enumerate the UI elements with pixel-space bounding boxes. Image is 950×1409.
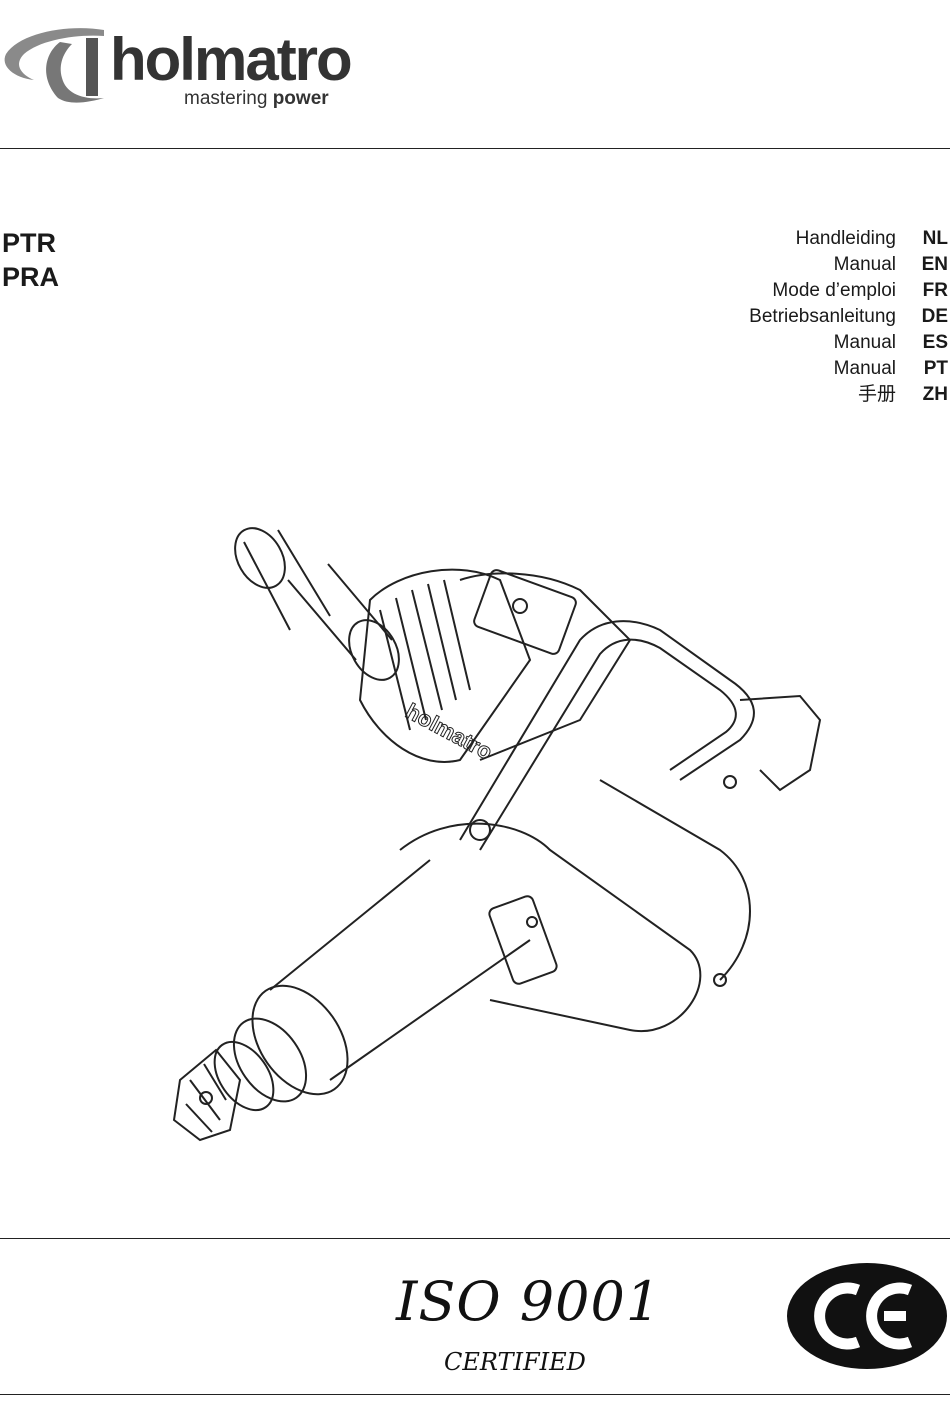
- model-name: PRA: [2, 260, 59, 294]
- tool-head: holmatro: [360, 568, 630, 764]
- language-name: Betriebsanleitung: [749, 304, 896, 330]
- footer-divider: [0, 1394, 950, 1395]
- top-divider: [0, 148, 950, 149]
- iso-standard: ISO 9001: [396, 1272, 661, 1332]
- language-code: PT: [896, 356, 948, 382]
- holmatro-logo: holmatro mastering power: [0, 22, 380, 112]
- iso-certified-label: CERTIFIED: [444, 1348, 586, 1376]
- language-code: EN: [896, 252, 948, 278]
- ce-mark-icon: [786, 1262, 948, 1370]
- language-name: Mode d’emploi: [772, 278, 896, 304]
- language-code: NL: [896, 226, 948, 252]
- tagline-light: mastering: [184, 88, 267, 109]
- handle-loop: [460, 621, 820, 850]
- torque-wrench-illustration: holmatro: [160, 520, 840, 1160]
- language-name: Manual: [834, 356, 896, 382]
- language-name: Manual: [834, 330, 896, 356]
- drive-shaft: [225, 520, 409, 689]
- language-name: Manual: [834, 252, 896, 278]
- logo-tagline: mastering power: [184, 88, 329, 110]
- motor-body: [203, 776, 750, 1121]
- housing-brand-label: holmatro: [402, 698, 497, 764]
- logo-wordmark: holmatro: [110, 30, 351, 90]
- language-name: 手册: [858, 382, 896, 408]
- language-code: FR: [896, 278, 948, 304]
- logo-swoosh-icon: [0, 22, 110, 112]
- language-name: Handleiding: [796, 226, 896, 252]
- model-name: PTR: [2, 226, 59, 260]
- language-code: ZH: [896, 382, 948, 408]
- language-code: ES: [896, 330, 948, 356]
- language-code: DE: [896, 304, 948, 330]
- bottom-divider: [0, 1238, 950, 1239]
- model-list: PTR PRA: [2, 226, 59, 294]
- rear-end-cap: [174, 1050, 240, 1140]
- tagline-bold: power: [273, 88, 329, 109]
